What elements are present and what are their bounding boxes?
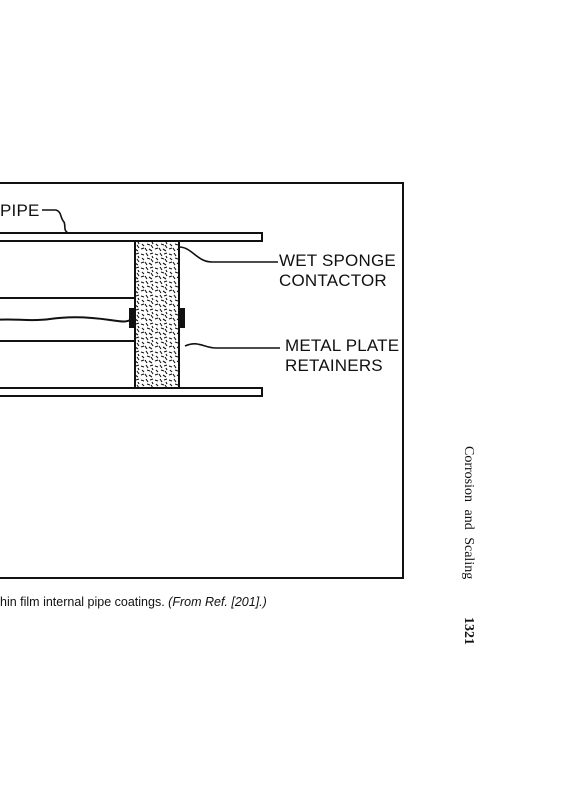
sponge-leader-line [178,246,278,263]
figure-frame [0,182,404,579]
pipe-leader-line [42,209,69,234]
cable-line [0,316,135,323]
pipe-bottom-wall [0,387,263,397]
sponge-contactor [134,240,180,389]
page-number: 1321 [461,617,476,645]
label-wet-sponge: WET SPONGE [279,251,396,270]
caption-text: hin film internal pipe coatings. [0,595,165,609]
label-pipe: PIPE [0,201,40,220]
retainer-leader-line [184,342,280,349]
caption-source: (From Ref. [201].) [168,595,267,609]
label-contactor: CONTACTOR [279,271,387,290]
pipe-top-wall [0,232,263,242]
label-metal-plate: METAL PLATE [285,336,399,355]
figure-caption: hin film internal pipe coatings. (From R… [0,595,267,609]
label-retainers: RETAINERS [285,356,383,375]
running-head: Corrosion and Scaling [461,446,476,580]
retainer-plate-right [179,308,185,328]
retainer-plate-left [129,308,135,328]
